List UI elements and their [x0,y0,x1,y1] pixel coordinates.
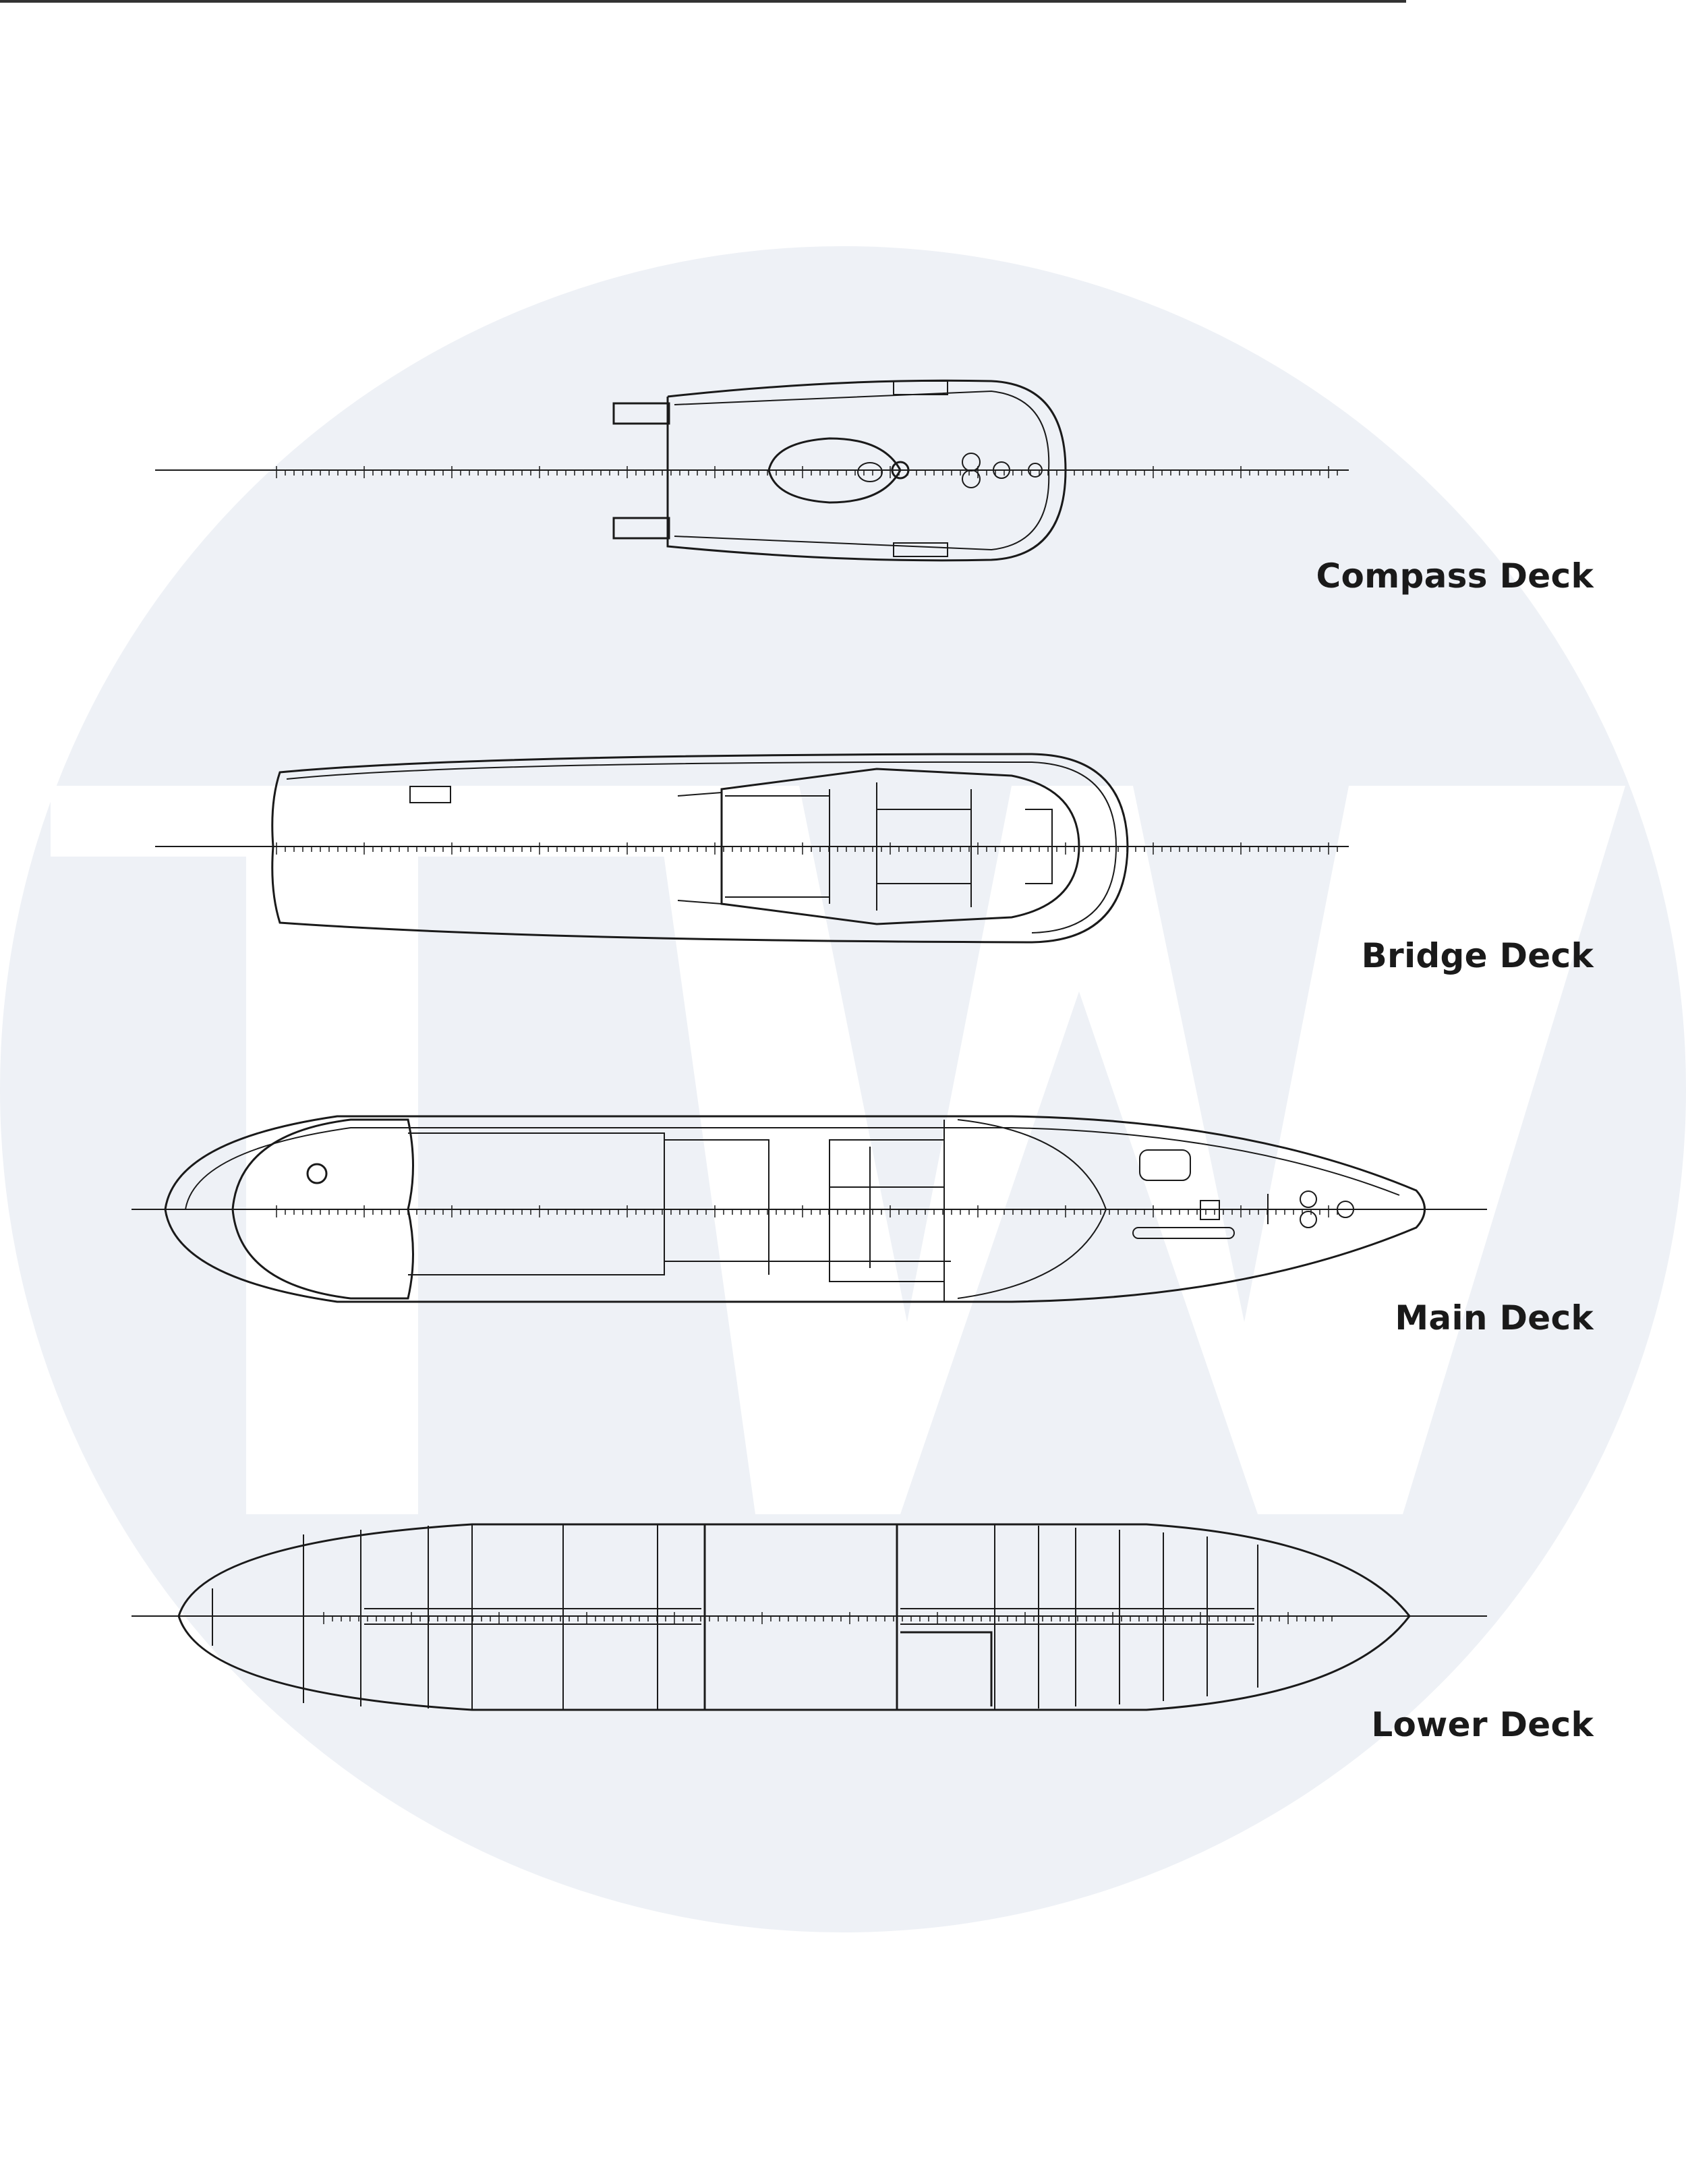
bridge-hatch [409,786,451,803]
bridge-house-outline [720,768,1080,925]
main-house-front [943,1119,1107,1302]
bridge-house-interior [725,782,1053,911]
bridge-ruler [276,842,1338,855]
main-anchor-post [1337,1201,1354,1218]
compass-mast-enclosure [767,437,902,504]
compass-bow-post [1028,463,1043,478]
main-hull-inner [185,1127,1400,1210]
compass-fixture [857,462,883,482]
bridge-deck-label: Bridge Deck [1361,936,1594,975]
main-deck-label: Main Deck [1395,1298,1594,1338]
main-windlass-1 [1300,1190,1317,1208]
main-davit [1132,1227,1235,1239]
main-hatch [1200,1200,1220,1220]
compass-deck-label: Compass Deck [1316,556,1594,596]
bridge-wing-stub-lower [677,900,722,904]
main-aft-fitting [306,1163,328,1184]
tw-watermark [0,246,1686,1932]
main-tender [1139,1149,1191,1181]
main-ruler [276,1205,1338,1217]
lower-bulkheads [212,1524,1258,1710]
compass-vent-upper [893,380,948,395]
compass-vent-lower [893,542,948,557]
bridge-deck-plan [155,753,1349,944]
lower-deck-label: Lower Deck [1371,1705,1594,1744]
compass-rail-aft-lower [612,517,670,540]
watermark-letter-t [51,786,705,1514]
lower-ruler [323,1612,1333,1624]
compass-rail-aft-upper [612,402,670,425]
top-border-rule [0,0,1406,3]
bridge-deck-outline [271,753,1129,944]
bridge-deck-inner [286,761,1117,933]
lower-deck-plan [132,1523,1487,1711]
compass-radar-2 [962,469,981,488]
bridge-wing-stub-upper [677,792,722,797]
compass-radar-3 [993,461,1010,479]
main-deck-plan [132,1115,1487,1303]
compass-deck-plan [155,379,1349,562]
watermark-letter-w [654,786,1625,1514]
lower-corridor [364,1608,1254,1625]
compass-deck-outline [666,379,1067,562]
compass-binnacle [891,461,910,480]
main-aft-deck [231,1118,414,1300]
main-windlass-2 [1300,1211,1317,1228]
main-capstan [1254,1194,1295,1224]
main-hull-outline [164,1115,1426,1303]
lower-engine-room [900,1631,993,1706]
lower-hull-outline [177,1523,1411,1711]
compass-deck-inner [674,390,1050,551]
main-salon [408,1132,951,1275]
